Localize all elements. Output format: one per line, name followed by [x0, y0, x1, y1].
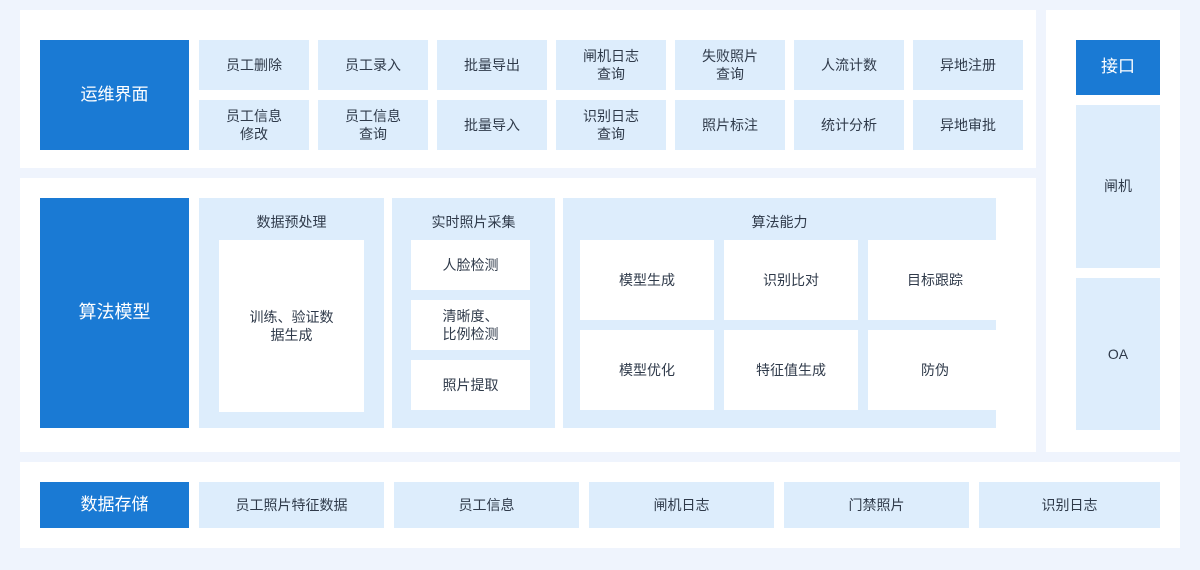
- ops-cell-gate-log-query[interactable]: 闸机日志查询: [556, 40, 666, 90]
- storage-cell-recognition-log[interactable]: 识别日志: [979, 482, 1160, 528]
- capability-box-model-generation[interactable]: 模型生成: [580, 240, 714, 320]
- capability-box-recognition-match[interactable]: 识别比对: [724, 240, 858, 320]
- ops-cell-batch-import[interactable]: 批量导入: [437, 100, 547, 150]
- live-box-photo-extraction[interactable]: 照片提取: [411, 360, 530, 410]
- storage-cell-access-photo[interactable]: 门禁照片: [784, 482, 969, 528]
- capability-box-model-optimization[interactable]: 模型优化: [580, 330, 714, 410]
- interface-cell-gate[interactable]: 闸机: [1076, 105, 1160, 268]
- ops-cell-employee-entry[interactable]: 员工录入: [318, 40, 428, 90]
- storage-cell-gate-log[interactable]: 闸机日志: [589, 482, 774, 528]
- algorithm-header: 算法模型: [40, 198, 189, 428]
- panel-title-algorithm-capability: 算法能力: [751, 214, 808, 230]
- ops-cell-statistical-analysis[interactable]: 统计分析: [794, 100, 904, 150]
- interface-cell-oa[interactable]: OA: [1076, 278, 1160, 430]
- ops-cell-photo-annotation[interactable]: 照片标注: [675, 100, 785, 150]
- operations-header: 运维界面: [40, 40, 189, 150]
- ops-cell-failed-photo-query[interactable]: 失败照片查询: [675, 40, 785, 90]
- ops-cell-employee-info-edit[interactable]: 员工信息修改: [199, 100, 309, 150]
- ops-cell-remote-approval[interactable]: 异地审批: [913, 100, 1023, 150]
- ops-cell-employee-info-query[interactable]: 员工信息查询: [318, 100, 428, 150]
- ops-cell-employee-delete[interactable]: 员工删除: [199, 40, 309, 90]
- ops-cell-remote-register[interactable]: 异地注册: [913, 40, 1023, 90]
- ops-cell-people-counting[interactable]: 人流计数: [794, 40, 904, 90]
- capability-box-target-tracking[interactable]: 目标跟踪: [868, 240, 1002, 320]
- storage-cell-employee-photo-features[interactable]: 员工照片特征数据: [199, 482, 384, 528]
- preprocess-box-training-validation-data[interactable]: 训练、验证数据生成: [219, 240, 364, 412]
- panel-title-live-photo-capture: 实时照片采集: [431, 214, 516, 230]
- ops-cell-recognition-log-query[interactable]: 识别日志查询: [556, 100, 666, 150]
- capability-box-anti-spoofing[interactable]: 防伪: [868, 330, 1002, 410]
- ops-cell-batch-export[interactable]: 批量导出: [437, 40, 547, 90]
- panel-title-data-preprocess: 数据预处理: [256, 214, 327, 230]
- capability-box-feature-generation[interactable]: 特征值生成: [724, 330, 858, 410]
- storage-cell-employee-info[interactable]: 员工信息: [394, 482, 579, 528]
- live-box-face-detection[interactable]: 人脸检测: [411, 240, 530, 290]
- storage-header: 数据存储: [40, 482, 189, 528]
- interface-header: 接口: [1076, 40, 1160, 95]
- live-box-clarity-ratio-check[interactable]: 清晰度、比例检测: [411, 300, 530, 350]
